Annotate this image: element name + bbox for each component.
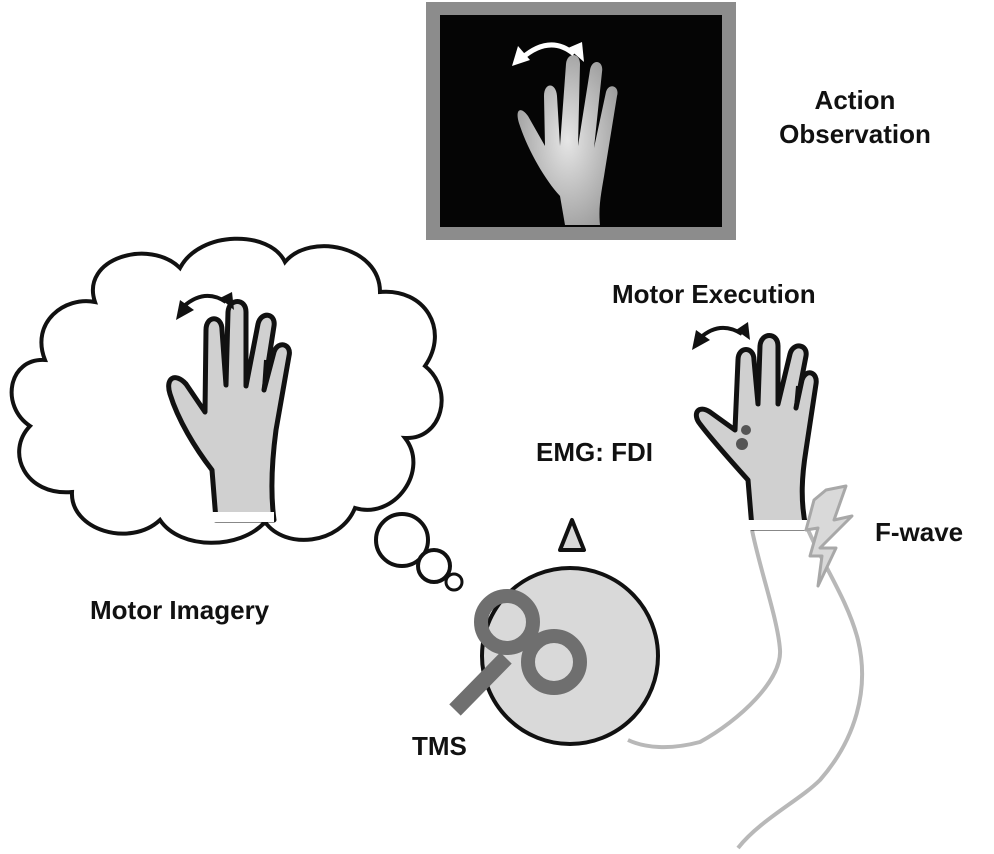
- execution-rotation-arrow-icon: [692, 322, 750, 350]
- tms-coil-icon: [449, 589, 587, 716]
- motor-imagery-label: Motor Imagery: [90, 595, 270, 625]
- action-observation-screen: [426, 2, 736, 240]
- arm-outline: [627, 524, 865, 850]
- emg-electrode: [736, 438, 748, 450]
- imagery-rotation-arrow-icon: [176, 292, 234, 320]
- action-observation-label-line1: Action: [814, 85, 896, 115]
- action-observation-label: Action Observation: [740, 84, 970, 152]
- motor-execution-label: Motor Execution: [612, 279, 816, 309]
- lightning-bolt-icon: [804, 484, 854, 588]
- imagined-hand: [166, 299, 292, 523]
- action-observation-label-line2: Observation: [779, 118, 931, 149]
- tms-label: TMS: [412, 731, 467, 761]
- observation-rotation-arrow-icon: [512, 42, 584, 66]
- emg-label: EMG: FDI: [536, 437, 653, 467]
- observed-hand: [517, 55, 618, 225]
- executing-hand: [693, 333, 819, 531]
- emg-electrode: [741, 425, 751, 435]
- head: [480, 518, 660, 746]
- f-wave-label: F-wave: [875, 517, 964, 547]
